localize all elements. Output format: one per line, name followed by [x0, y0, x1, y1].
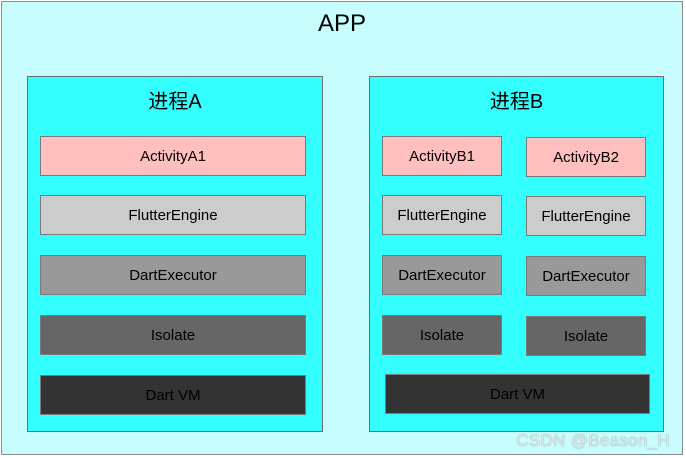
flutter-engine-a: FlutterEngine — [40, 195, 306, 235]
flutter-engine-b1: FlutterEngine — [382, 195, 502, 235]
dart-vm-a: Dart VM — [40, 375, 306, 415]
dart-vm-b: Dart VM — [385, 374, 650, 414]
isolate-b1: Isolate — [382, 315, 502, 355]
activity-b1: ActivityB1 — [382, 136, 502, 176]
process-b: 进程B ActivityB1 ActivityB2 FlutterEngine … — [369, 76, 664, 432]
flutter-engine-b2: FlutterEngine — [526, 196, 646, 236]
watermark: CSDN @Beason_H — [516, 431, 670, 450]
app-title: APP — [317, 10, 367, 37]
process-b-title: 进程B — [489, 91, 544, 113]
dart-executor-b2: DartExecutor — [526, 256, 646, 296]
activity-b2: ActivityB2 — [526, 137, 646, 177]
isolate-b2: Isolate — [526, 316, 646, 356]
process-a-title: 进程A — [148, 91, 202, 113]
activity-a1: ActivityA1 — [40, 136, 306, 176]
isolate-a: Isolate — [40, 315, 306, 355]
process-a: 进程A ActivityA1 FlutterEngine DartExecuto… — [27, 76, 323, 432]
dart-executor-b1: DartExecutor — [382, 255, 502, 295]
dart-executor-a: DartExecutor — [40, 255, 306, 295]
